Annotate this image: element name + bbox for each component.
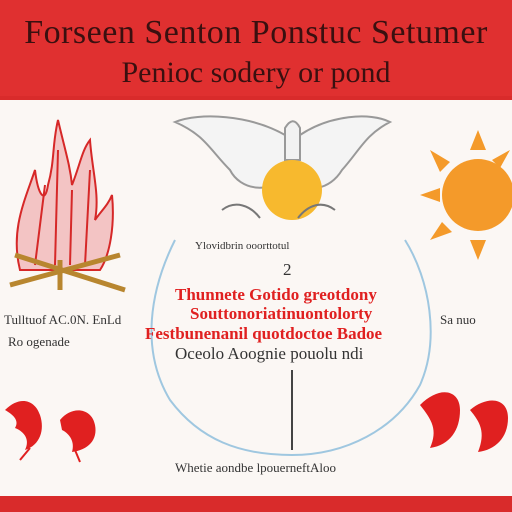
page-subtitle: Penioc sodery or pond: [121, 56, 391, 89]
birds-right-icon: [420, 392, 508, 452]
center-heading: Ylovidbrin ooorttotul: [195, 240, 290, 252]
header-banner: [0, 0, 512, 96]
center-line1: Thunnete Gotido greotdony: [175, 285, 377, 304]
page-title: Forseen Senton Ponstuc Setumer: [24, 14, 488, 51]
center-line4: Oceolo Aoognie pouolu ndi: [175, 344, 364, 363]
footer-text: Whetie aondbe lpouerneftAloo: [175, 460, 336, 475]
center-number: 2: [283, 260, 292, 279]
fire-icon: [9, 119, 126, 293]
center-line2: Souttonoriatinuontolorty: [190, 304, 373, 323]
winged-sun-icon: [172, 115, 393, 220]
right-caption-line1: Sa nuo: [440, 312, 476, 327]
sun-icon: [420, 130, 512, 260]
center-ring: [150, 239, 432, 457]
left-caption-line1: Tulltuof AC.0N. EnLd: [4, 312, 122, 327]
birds-left-icon: [5, 400, 96, 463]
center-line3: Festbunenanil quotdoctoe Badoe: [145, 324, 383, 343]
left-caption-line2: Ro ogenade: [8, 334, 70, 349]
